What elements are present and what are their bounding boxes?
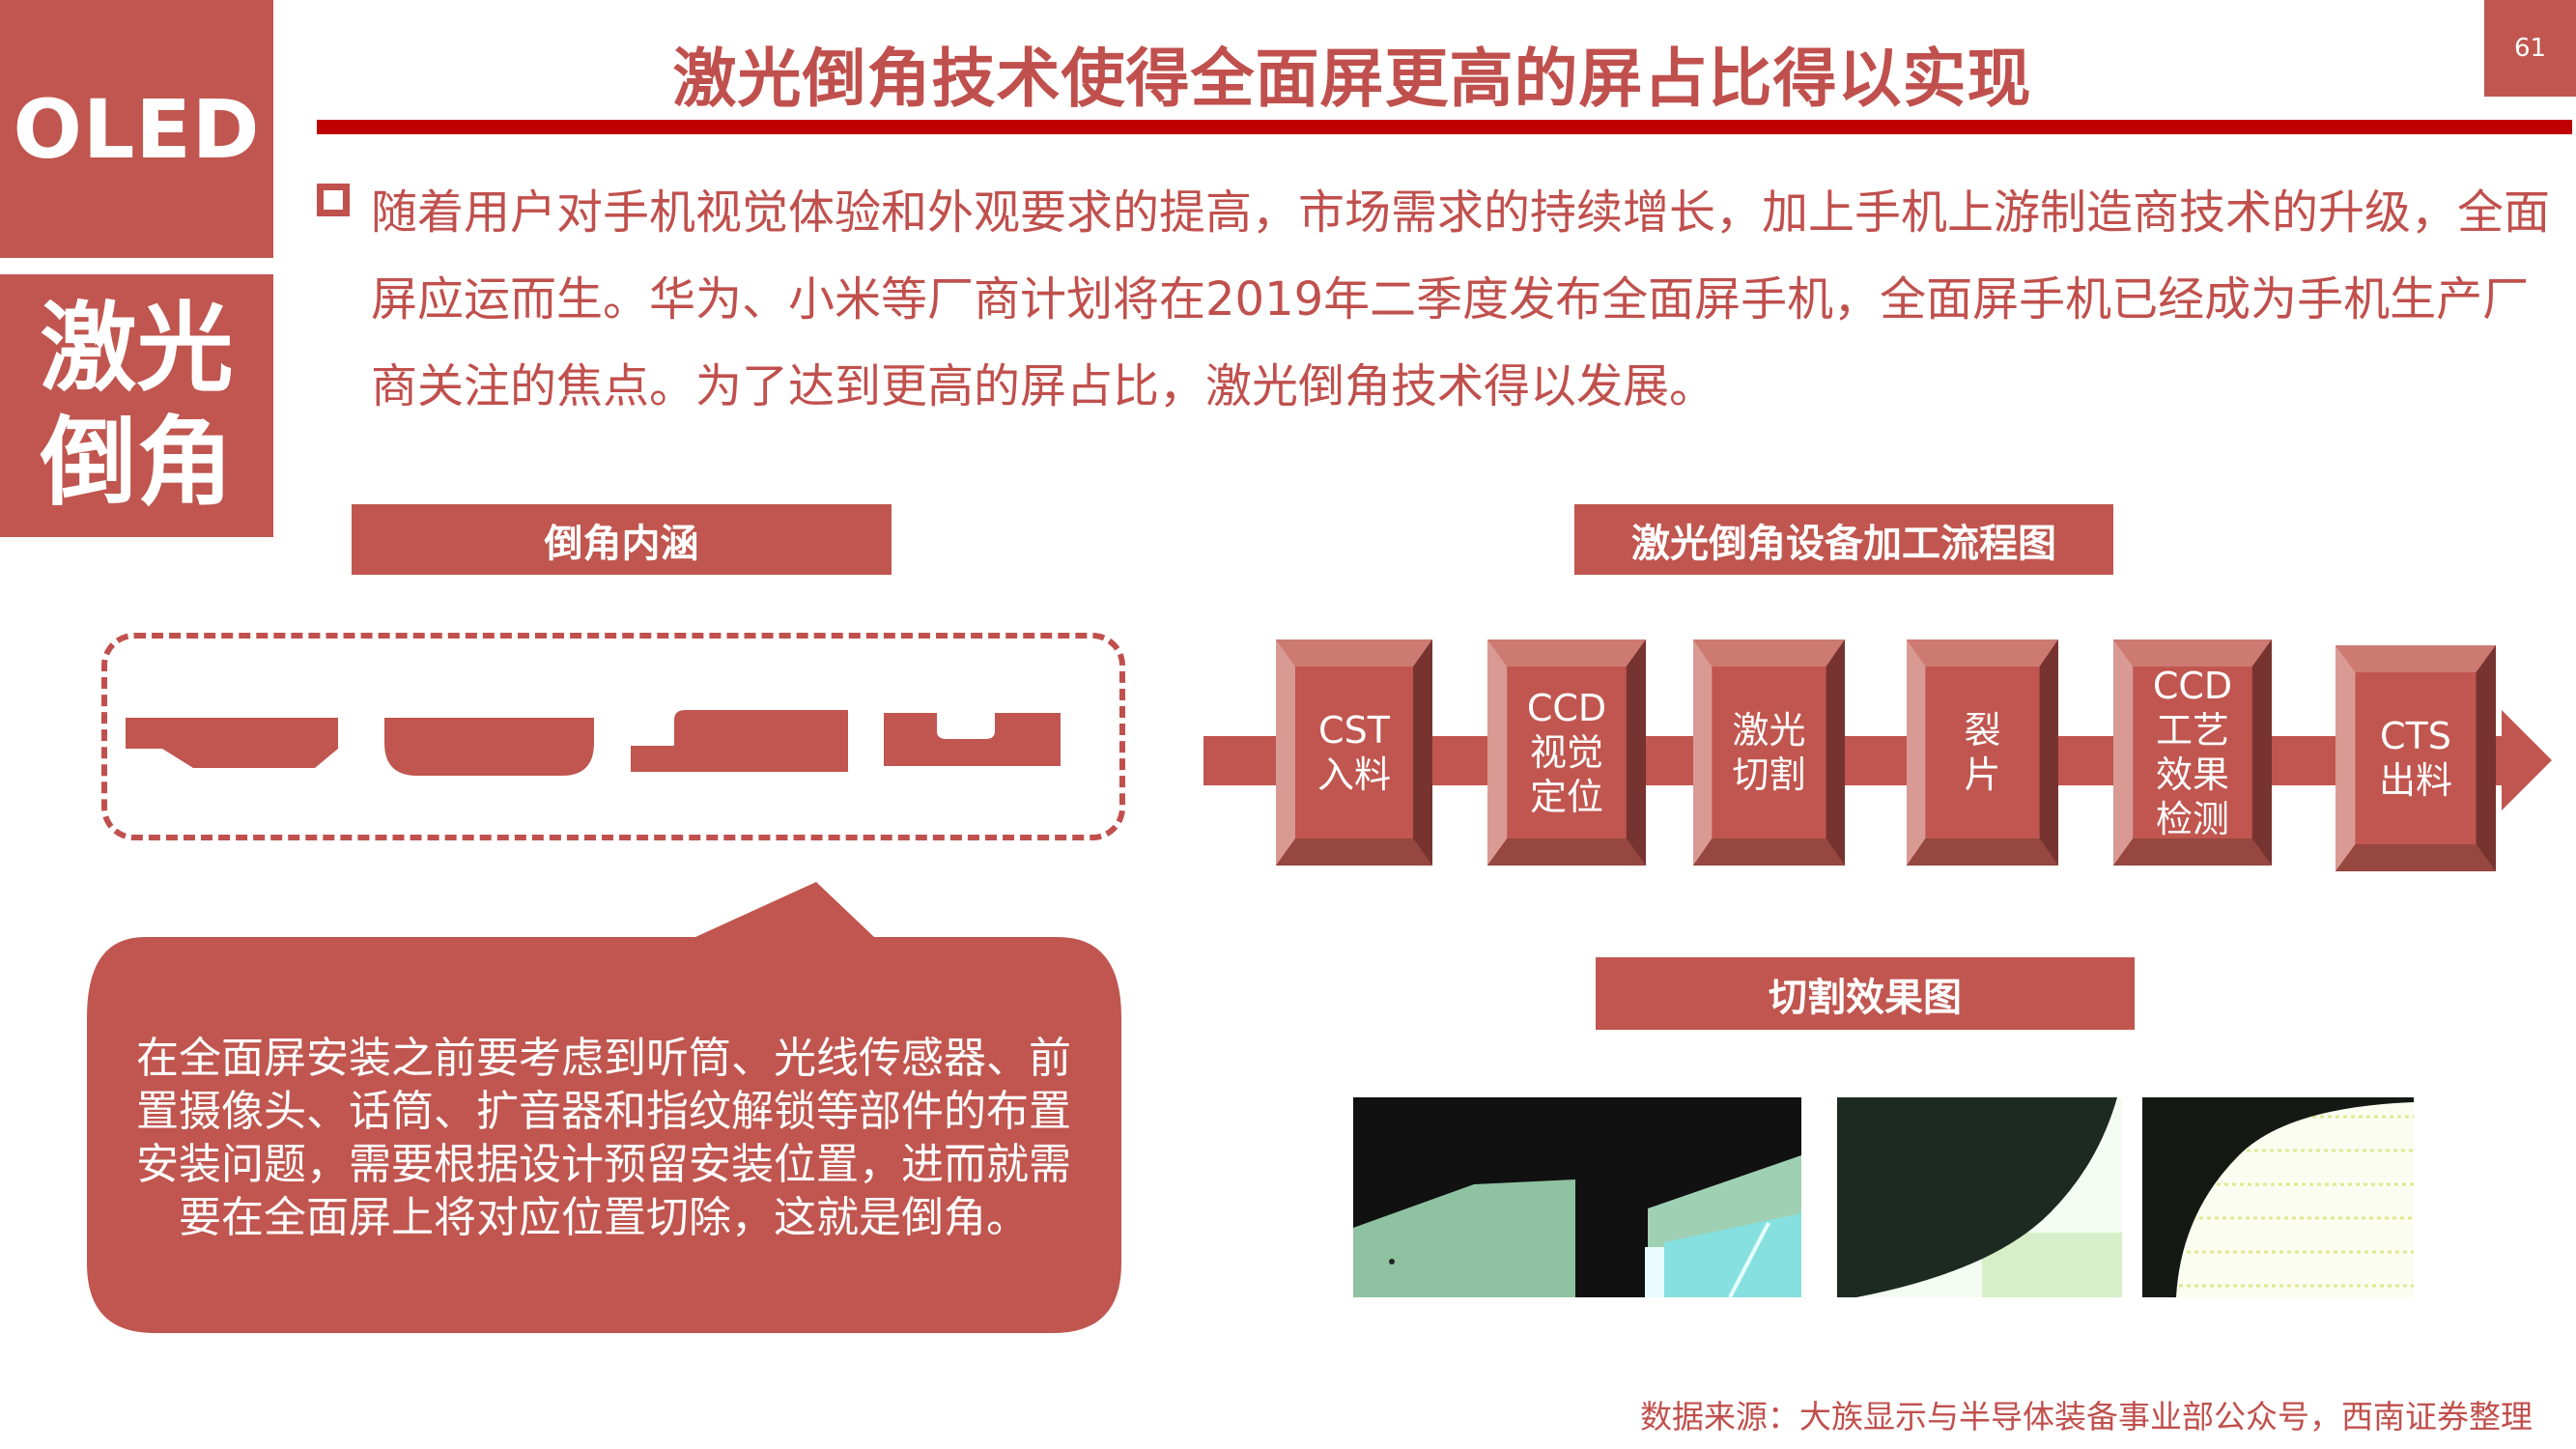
curved-corner-micrograph-1 — [1837, 1097, 2122, 1297]
arrow-right-icon — [2502, 710, 2552, 810]
process-flow-label-text: 激光倒角设备加工流程图 — [1631, 521, 2056, 566]
straight-chamfer-micrograph — [1353, 1097, 1801, 1297]
title-divider — [317, 120, 2572, 134]
chamfer-meaning-label: 倒角内涵 — [352, 504, 892, 575]
process-step: 激光 切割 — [1693, 639, 1845, 866]
chamfer-shapes-illustration — [126, 710, 1061, 776]
chamfered-bottom-corners-icon — [126, 718, 338, 768]
top-left-step-notch-icon — [631, 710, 848, 772]
bevel-box-shape — [2335, 645, 2496, 871]
hollow-square-bullet-icon — [317, 184, 350, 216]
process-step: CTS 出料 — [2335, 645, 2496, 871]
callout-text: 在全面屏安装之前要考虑到听筒、光线传感器、前置摄像头、话筒、扩音器和指纹解锁等部… — [136, 1034, 1071, 1242]
step-label: CTS 出料 — [2378, 715, 2452, 802]
intro-paragraph: 随着用户对手机视觉体验和外观要求的提高，市场需求的持续增长，加上手机上游制造商技… — [371, 185, 2551, 413]
page-number: 61 — [2513, 34, 2547, 63]
chamfer-shapes-frame — [101, 633, 1125, 840]
callout-bubble-shape — [87, 882, 1121, 1333]
chamfer-definition-callout: 在全面屏安装之前要考虑到听筒、光线传感器、前置摄像头、话筒、扩音器和指纹解锁等部… — [87, 882, 1121, 1333]
curved-corner-micrograph-2 — [2142, 1097, 2414, 1297]
chamfer-meaning-label-text: 倒角内涵 — [544, 521, 699, 566]
step-label: 激光 切割 — [1732, 709, 1806, 796]
bevel-box-shape — [1907, 639, 2058, 866]
process-step: 裂 片 — [1907, 639, 2058, 866]
bevel-box-shape — [1693, 639, 1845, 866]
step-label: CCD 工艺 效果 检测 — [2152, 665, 2233, 840]
page-title: 激光倒角技术使得全面屏更高的屏占比得以实现 — [672, 42, 2032, 116]
topic-line-1: 激光 — [40, 292, 234, 405]
bevel-box-shape — [1487, 639, 1646, 866]
top-center-u-notch-icon — [884, 713, 1061, 766]
process-step: CCD 视觉 定位 — [1487, 639, 1646, 866]
cut-effect-label: 切割效果图 — [1596, 957, 2135, 1030]
bevel-box-shape — [1276, 639, 1432, 866]
cut-effect-label-text: 切割效果图 — [1769, 975, 1962, 1020]
topic-line-2: 倒角 — [40, 406, 234, 519]
category-label: OLED — [13, 81, 261, 177]
process-flow-label: 激光倒角设备加工流程图 — [1574, 504, 2113, 575]
rounded-bottom-corners-icon — [384, 718, 594, 776]
topic-badge: 激光 倒角 — [0, 274, 273, 537]
bevel-box-shape — [2113, 639, 2272, 866]
step-label: CST 入料 — [1316, 709, 1391, 796]
process-step: CST 入料 — [1276, 639, 1432, 866]
step-label: 裂 片 — [1964, 709, 2001, 796]
source-note: 数据来源：大族显示与半导体装备事业部公众号，西南证券整理 — [1640, 1398, 2533, 1435]
step-label: CCD 视觉 定位 — [1526, 687, 1607, 818]
page-number-badge: 61 — [2484, 0, 2576, 97]
category-badge: OLED — [0, 0, 273, 258]
process-step: CCD 工艺 效果 检测 — [2113, 639, 2272, 866]
